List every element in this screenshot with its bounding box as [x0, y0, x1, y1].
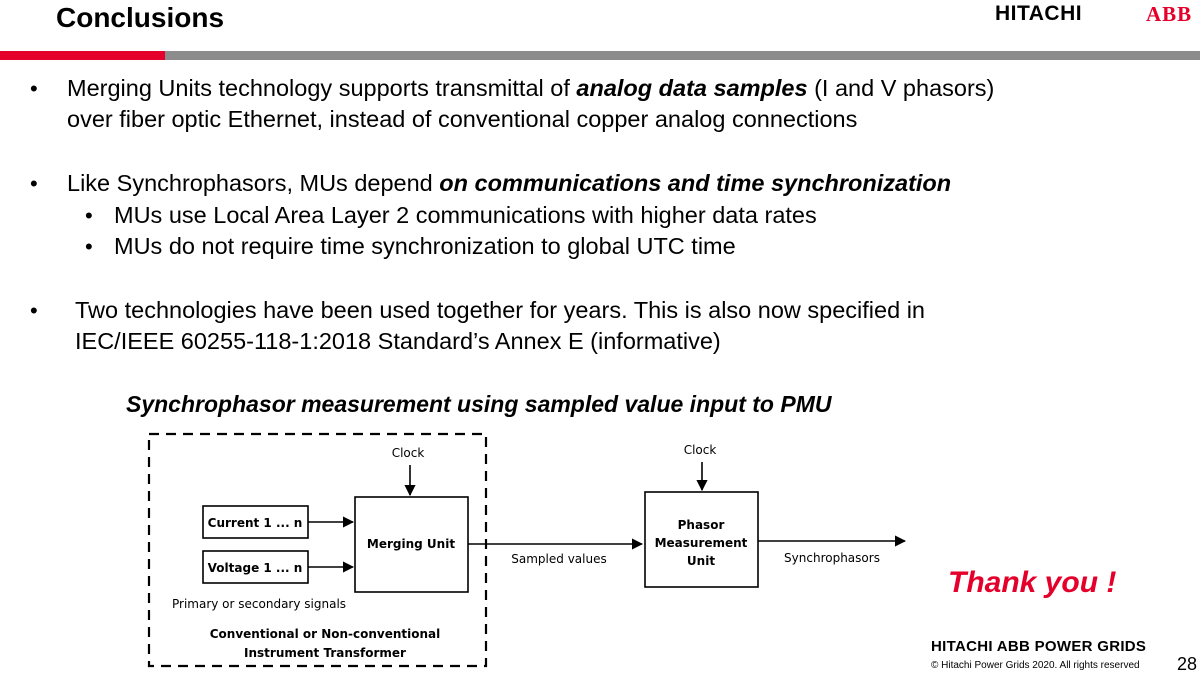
- diagram-title: Synchrophasor measurement using sampled …: [126, 391, 832, 417]
- bullet-1-line-1: Merging Units technology supports transm…: [67, 73, 994, 104]
- sampled-values-label: Sampled values: [511, 552, 606, 566]
- sub-bullet-1: MUs use Local Area Layer 2 communication…: [114, 202, 817, 228]
- current-box-label: Current 1 ... n: [208, 516, 303, 530]
- bullet-3-line-1: Two technologies have been used together…: [75, 297, 925, 323]
- sub-bullet-marker: •: [85, 203, 93, 228]
- footer-brand: HITACHI ABB POWER GRIDS: [931, 638, 1147, 655]
- page-number: 28: [1177, 654, 1198, 674]
- bullet-1-line-2: over fiber optic Ethernet, instead of co…: [67, 106, 858, 132]
- signals-label: Primary or secondary signals: [172, 597, 346, 611]
- merging-unit-box: [354, 496, 469, 593]
- clock-label-right: Clock: [684, 443, 717, 457]
- synchrophasors-label: Synchrophasors: [784, 551, 880, 565]
- pmu-box: [644, 491, 759, 588]
- hitachi-logo: HITACHI: [995, 2, 1083, 25]
- bullet-2-text: Like Synchrophasors, MUs depend: [67, 170, 440, 196]
- transformer-label-line-1: Conventional or Non-conventional: [210, 627, 441, 641]
- slide-title: Conclusions: [56, 2, 225, 33]
- abb-logo: ABB: [1146, 2, 1193, 26]
- bullet-2-emphasis: on communications and time synchronizati…: [439, 170, 952, 196]
- bullet-marker: •: [30, 298, 38, 323]
- bullet-marker: •: [30, 171, 38, 196]
- pmu-label-line-3: Unit: [687, 554, 715, 568]
- clock-label-left: Clock: [392, 446, 425, 460]
- bullet-2: Like Synchrophasors, MUs depend on commu…: [67, 168, 951, 199]
- footer-copyright: © Hitachi Power Grids 2020. All rights r…: [931, 660, 1140, 671]
- sub-bullet-marker: •: [85, 234, 93, 259]
- header-rule-accent: [0, 51, 165, 60]
- merging-unit-label: Merging Unit: [367, 537, 455, 551]
- transformer-label-line-2: Instrument Transformer: [244, 646, 406, 660]
- pmu-label-line-2: Measurement: [655, 536, 748, 550]
- voltage-box: [202, 550, 309, 584]
- sub-bullet-2: MUs do not require time synchronization …: [114, 233, 736, 259]
- bullet-1-emphasis: analog data samples: [576, 75, 808, 101]
- thank-you-text: Thank you !: [948, 566, 1117, 599]
- bullet-marker: •: [30, 76, 38, 101]
- instrument-transformer-boundary: [147, 432, 488, 668]
- voltage-box-label: Voltage 1 ... n: [208, 561, 303, 575]
- header-rule: [0, 51, 1200, 60]
- bullet-1-text-end: (I and V phasors): [807, 75, 995, 101]
- pmu-label-line-1: Phasor: [678, 518, 725, 532]
- bullet-3-line-2: IEC/IEEE 60255-118-1:2018 Standard’s Ann…: [75, 328, 721, 354]
- bullet-1-text: Merging Units technology supports transm…: [67, 75, 577, 101]
- current-box: [202, 505, 309, 539]
